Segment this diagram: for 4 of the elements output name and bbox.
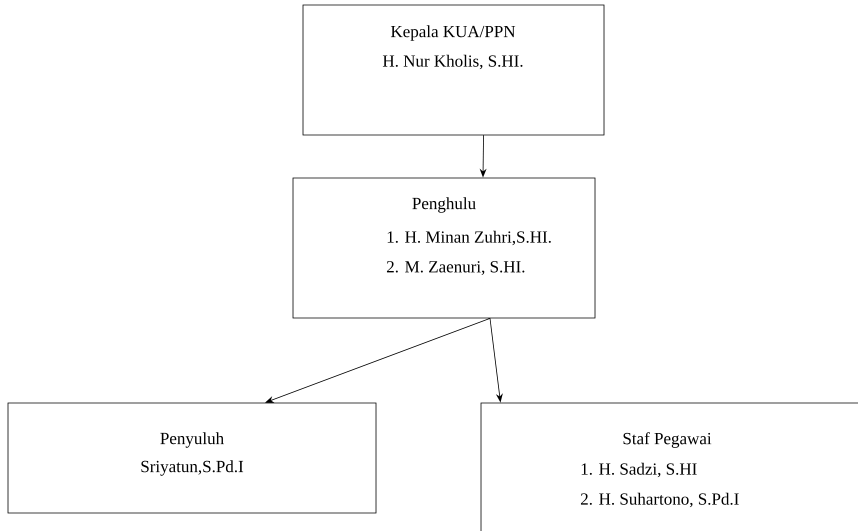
org-box: Penyuluh Sriyatun,S.Pd.I (8, 402, 376, 514)
org-box: Staf Pegawai 1. H. Sadzi, S.HI 2. H. Suhartono, S.Pd.I (480, 402, 858, 531)
org-box: Penghulu 1. H. Minan Zuhri,S.HI. 2. M. Zaenuri, S.HI. (292, 178, 596, 318)
org-box: Kepala KUA/PPN H. Nur Kholis, S.HI. (302, 4, 604, 136)
